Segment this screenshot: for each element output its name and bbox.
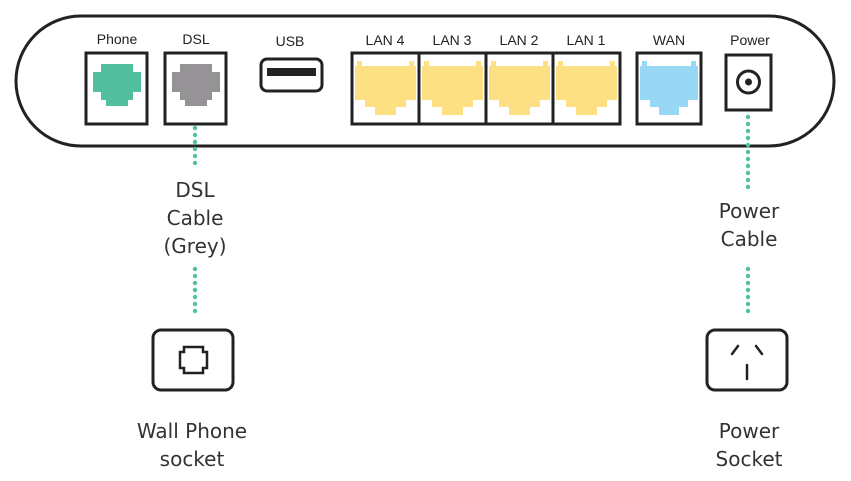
wan-port-label: WAN	[653, 32, 685, 48]
phone-port-label: Phone	[97, 31, 138, 47]
power-socket-label-line1: Power	[719, 419, 780, 443]
rj45-icon	[640, 66, 698, 115]
lan2-port	[489, 61, 550, 115]
rj11-icon	[93, 64, 141, 106]
power-cable-line	[745, 114, 751, 314]
wall-phone-socket-label-line1: Wall Phone	[137, 419, 247, 443]
dsl-port-label: DSL	[182, 31, 209, 47]
lan4-port	[355, 61, 416, 115]
power-port-label: Power	[730, 32, 770, 48]
phone-jack-icon	[178, 345, 209, 375]
lan3-port-label: LAN 3	[433, 32, 472, 48]
power-socket	[705, 328, 789, 392]
au-power-outlet-icon	[730, 344, 764, 381]
rj45-icon	[422, 66, 483, 115]
usb-port	[259, 57, 324, 93]
dsl-cable-label-line1: DSL	[175, 178, 215, 202]
wan-port	[635, 51, 703, 126]
power-socket-label-line2: Socket	[716, 447, 783, 471]
dsl-cable-line	[192, 125, 198, 314]
wall-phone-socket	[151, 328, 235, 392]
rj45-icon	[489, 66, 550, 115]
lan1-port	[556, 61, 617, 115]
rj11-icon	[172, 64, 220, 106]
phone-port	[84, 51, 149, 126]
lan-port-group	[350, 51, 622, 126]
rj45-icon	[556, 66, 617, 115]
power-cable-label-line1: Power	[719, 199, 780, 223]
dsl-cable-label-line2: Cable	[167, 206, 224, 230]
rj45-icon	[355, 66, 416, 115]
lan3-port	[422, 61, 483, 115]
usb-icon	[267, 68, 316, 76]
lan4-port-label: LAN 4	[366, 32, 405, 48]
wall-phone-socket-label-line2: socket	[160, 447, 225, 471]
power-cable-label-line2: Cable	[721, 227, 778, 251]
lan1-port-label: LAN 1	[567, 32, 606, 48]
dsl-cable-label-line3: (Grey)	[163, 234, 226, 258]
power-port	[724, 53, 773, 112]
usb-port-label: USB	[276, 33, 305, 49]
dsl-port	[163, 51, 228, 126]
lan2-port-label: LAN 2	[500, 32, 539, 48]
